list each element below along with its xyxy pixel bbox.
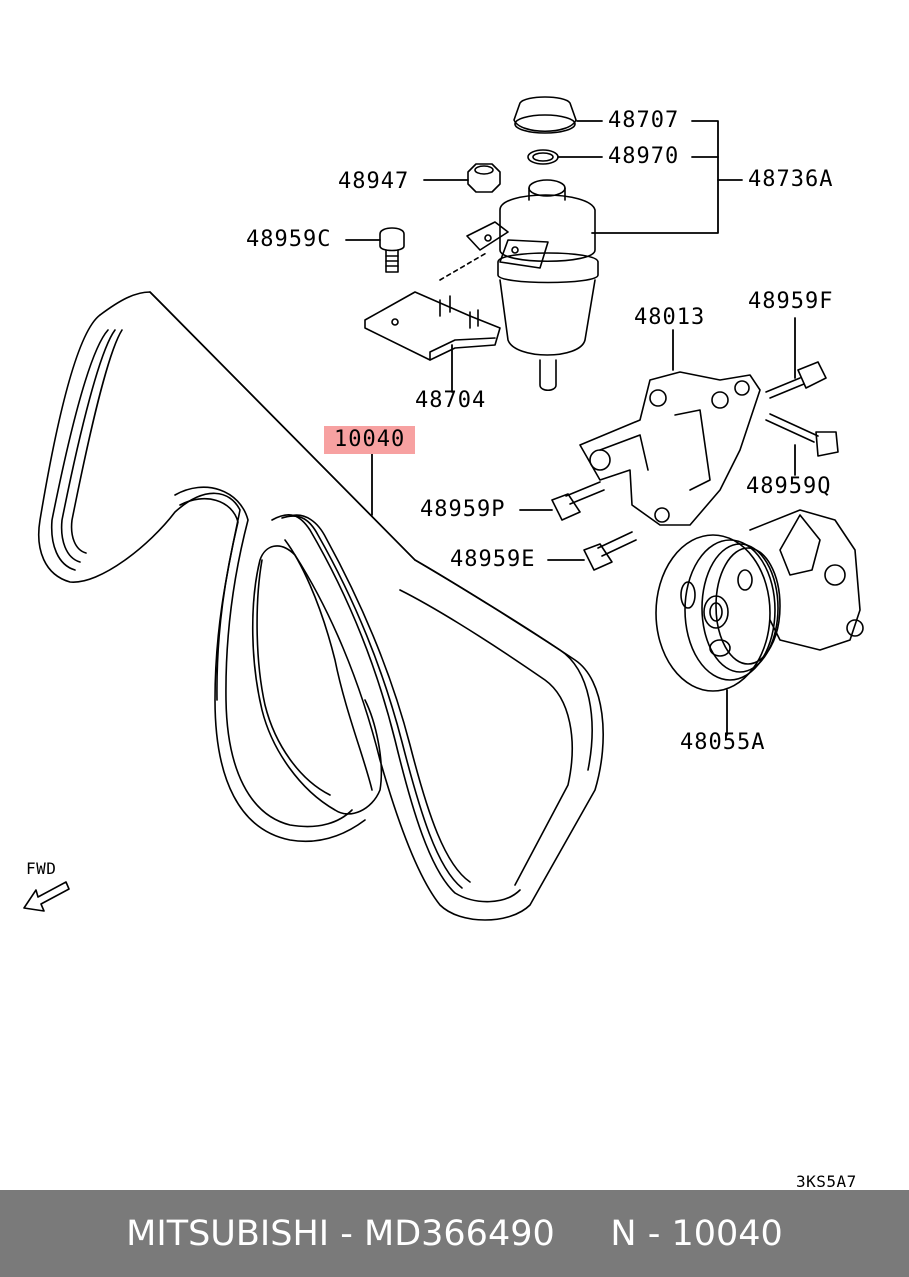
diagram-drawing bbox=[23, 96, 864, 921]
drive-belt bbox=[38, 291, 604, 921]
leader-lines bbox=[345, 120, 796, 736]
nut-48947 bbox=[467, 163, 501, 193]
bolt-48959F bbox=[765, 361, 827, 399]
label-48959F: 48959F bbox=[748, 289, 834, 314]
label-48055A: 48055A bbox=[680, 730, 766, 755]
part-number: MD366490 bbox=[364, 1213, 555, 1254]
label-48707: 48707 bbox=[608, 108, 680, 133]
label-48704: 48704 bbox=[415, 388, 487, 413]
bolt-48959P bbox=[551, 481, 605, 521]
power-steering-pump-48055A bbox=[655, 509, 864, 692]
brand-name: MITSUBISHI bbox=[126, 1213, 330, 1254]
footer-gap bbox=[555, 1214, 611, 1254]
label-10040-highlighted: 10040 bbox=[324, 426, 416, 454]
bolt-48959C bbox=[379, 227, 405, 273]
reference-number: 10040 bbox=[671, 1213, 783, 1254]
label-48013: 48013 bbox=[634, 305, 706, 330]
label-48959Q: 48959Q bbox=[746, 474, 832, 499]
label-48959P: 48959P bbox=[420, 497, 506, 522]
diagram-code: 3KS5A7 bbox=[796, 1172, 857, 1191]
bracket-48704 bbox=[364, 291, 501, 361]
footer-separator-2: - bbox=[636, 1213, 672, 1254]
label-48959E: 48959E bbox=[450, 547, 536, 572]
label-48970: 48970 bbox=[608, 144, 680, 169]
part-info-footer: MITSUBISHI - MD366490 N - 10040 bbox=[0, 1190, 909, 1277]
reference-prefix: N bbox=[610, 1213, 637, 1254]
fwd-label: FWD bbox=[26, 859, 57, 878]
reservoir-assembly bbox=[439, 96, 599, 392]
bolt-48959Q bbox=[765, 413, 839, 457]
label-48959C: 48959C bbox=[246, 227, 332, 252]
parts-diagram: 48707 48970 48736A 48947 48959C 48704 48… bbox=[23, 96, 864, 1191]
fwd-arrow-icon bbox=[23, 881, 70, 912]
label-48947: 48947 bbox=[338, 169, 410, 194]
footer-separator: - bbox=[329, 1213, 364, 1254]
pump-bracket-48013 bbox=[579, 371, 761, 526]
label-48736A: 48736A bbox=[748, 167, 834, 192]
bolt-48959E bbox=[583, 531, 637, 571]
